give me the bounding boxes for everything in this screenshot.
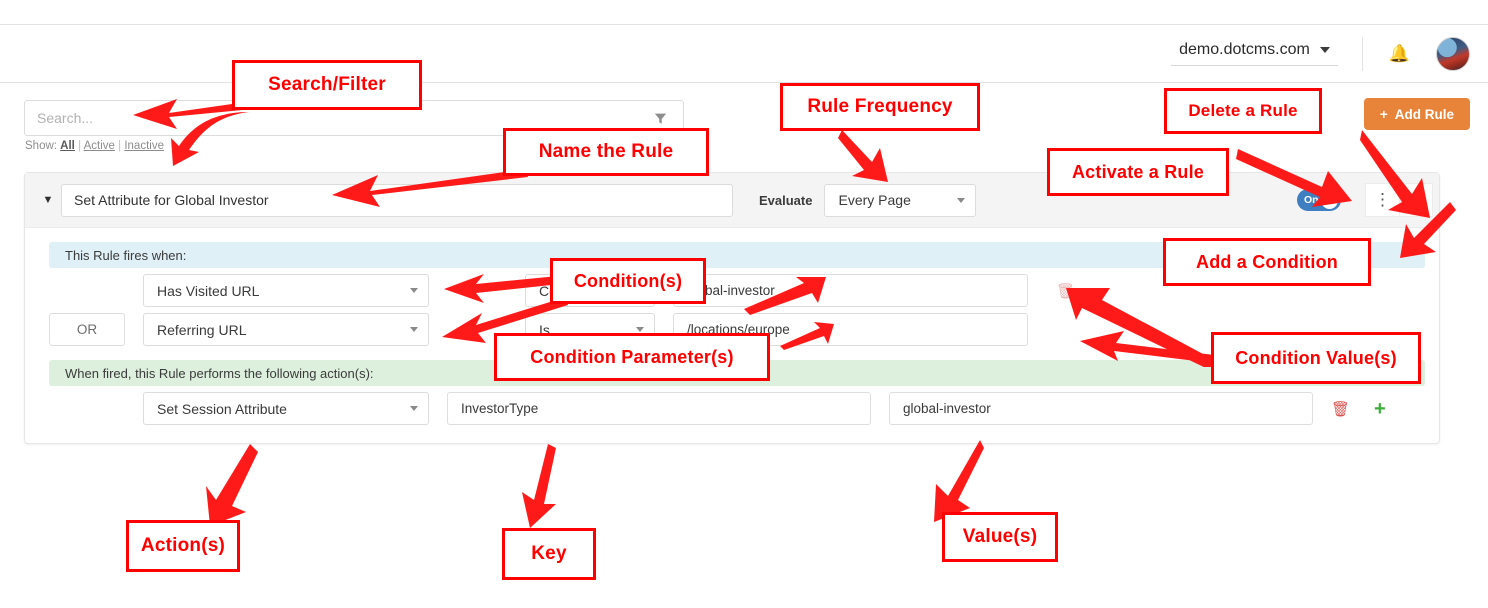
annotation-delete-a-rule: Delete a Rule (1164, 88, 1322, 134)
condition-type-value: Referring URL (157, 321, 247, 338)
action-type-value: Set Session Attribute (157, 400, 287, 417)
annotation-activate-a-rule: Activate a Rule (1047, 148, 1229, 196)
evaluate-label: Evaluate (759, 192, 813, 208)
rule-activate-toggle[interactable]: On (1297, 189, 1341, 211)
kebab-menu-icon: ⋮ (1374, 190, 1391, 209)
show-label: Show: (25, 140, 57, 152)
header-divider (1361, 36, 1363, 71)
annotation-search-filter: Search/Filter (232, 60, 422, 110)
show-filter-active[interactable]: Active (83, 140, 115, 152)
chevron-down-icon (636, 327, 644, 332)
plus-icon: + (1411, 190, 1421, 209)
rule-frequency-value: Every Page (838, 192, 911, 208)
show-filter-all[interactable]: All (60, 140, 75, 152)
action-value-input[interactable] (889, 392, 1313, 425)
annotation-arrow (206, 444, 258, 526)
avatar[interactable] (1436, 36, 1470, 71)
condition-value-input[interactable] (673, 274, 1028, 307)
annotation-name-the-rule: Name the Rule (503, 128, 709, 176)
show-filter-links: Show: All | Active | Inactive (25, 140, 164, 152)
show-filter-inactive[interactable]: Inactive (124, 140, 164, 152)
annotation-key: Key (502, 528, 596, 580)
conditions-section-label: This Rule fires when: (65, 247, 187, 263)
add-rule-button[interactable]: + Add Rule (1363, 98, 1470, 130)
condition-type-select[interactable]: Referring URL (143, 313, 429, 346)
action-type-select[interactable]: Set Session Attribute (143, 392, 429, 425)
browser-chrome-strip (0, 0, 1488, 25)
bell-icon[interactable]: 🔔 (1388, 44, 1410, 63)
site-selector-label: demo.dotcms.com (1179, 41, 1310, 58)
annotation-rule-frequency: Rule Frequency (780, 83, 980, 131)
toggle-state-label: On (1304, 194, 1319, 206)
toggle-status-dot (1326, 196, 1333, 204)
rule-card: ▼ Evaluate Every Page On ⋮ + This Rule f… (24, 172, 1440, 444)
annotation-condition-values: Condition Value(s) (1211, 332, 1421, 384)
add-rule-label: Add Rule (1394, 106, 1454, 122)
condition-type-select[interactable]: Has Visited URL (143, 274, 429, 307)
rule-name-input[interactable] (61, 183, 733, 217)
rule-menu-button[interactable]: ⋮ (1365, 183, 1399, 217)
chevron-down-icon (1319, 47, 1330, 53)
rule-add-button[interactable]: + (1399, 183, 1433, 217)
annotation-add-a-condition: Add a Condition (1163, 238, 1371, 286)
chevron-down-icon[interactable]: ▼ (42, 194, 54, 206)
rule-frequency-select[interactable]: Every Page (824, 183, 977, 217)
site-selector[interactable]: demo.dotcms.com (1171, 41, 1338, 66)
trash-icon[interactable]: 🗑 (1056, 282, 1076, 300)
condition-operator-label: OR (76, 322, 98, 337)
annotation-condition-parameters: Condition Parameter(s) (494, 333, 770, 381)
action-key-input[interactable] (447, 392, 871, 425)
condition-type-value: Has Visited URL (157, 282, 260, 299)
app-header: demo.dotcms.com 🔔 (0, 25, 1488, 83)
chevron-down-icon (410, 288, 418, 293)
annotation-actions: Action(s) (126, 520, 240, 572)
trash-icon[interactable]: 🗑 (1331, 400, 1351, 418)
annotation-conditions: Condition(s) (550, 258, 706, 304)
condition-operator-button[interactable]: OR (49, 313, 125, 346)
actions-section-label: When fired, this Rule performs the follo… (65, 365, 374, 381)
chevron-down-icon (410, 327, 418, 332)
chevron-down-icon (410, 406, 418, 411)
annotation-arrow (522, 444, 556, 528)
action-row: Set Session Attribute 🗑 + (25, 386, 1439, 425)
funnel-icon[interactable] (647, 112, 673, 125)
plus-icon[interactable]: + (1374, 397, 1386, 420)
plus-icon: + (1379, 106, 1388, 122)
annotation-values: Value(s) (942, 512, 1058, 562)
toggle-knob (1321, 191, 1338, 209)
chevron-down-icon (957, 197, 966, 203)
